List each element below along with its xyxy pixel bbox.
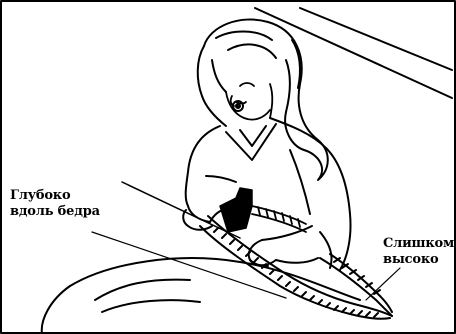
label-too-high-line1: Слишком — [383, 236, 454, 252]
belt-pattern — [252, 206, 306, 232]
seatbelt-buckle — [220, 188, 252, 232]
label-too-high-line2: высоко — [383, 252, 454, 268]
vehicle-roof-line — [255, 8, 452, 98]
label-too-high: Слишком высоко — [383, 236, 454, 268]
hair — [198, 19, 328, 180]
label-deep-along-thigh: Глубоко вдоль бедра — [10, 188, 100, 220]
label-deep-line2: вдоль бедра — [10, 204, 100, 220]
label-deep-line1: Глубоко — [10, 188, 100, 204]
sweater-body — [186, 118, 351, 270]
face — [226, 83, 272, 120]
